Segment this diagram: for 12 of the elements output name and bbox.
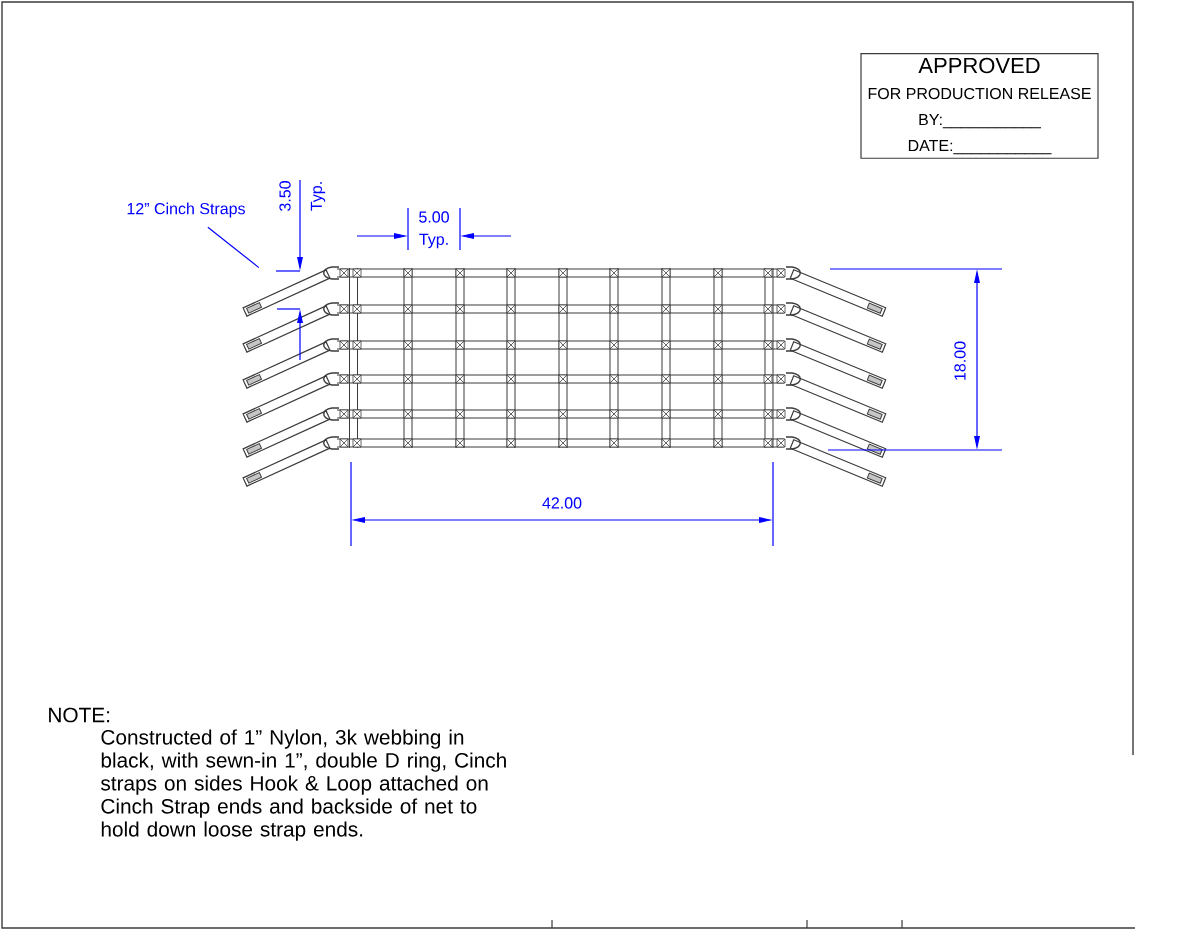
leader-line	[207, 226, 260, 269]
cinch-strap-drawing	[242, 269, 331, 317]
note-heading: NOTE:	[49, 707, 110, 723]
callout-text: 12” Cinch Straps	[127, 202, 245, 218]
dimension-text: Typ.	[310, 182, 326, 211]
dimension-text: Typ.	[419, 233, 448, 249]
note-text: Constructed of 1” Nylon, 3k webbing in black, with sewn-in 1”, double D ring, Cinch straps on sides Hook & Loop attached on Cinch Strap ends and backside of net to hold down loose strap ends.	[100, 729, 506, 841]
dimension-text: 42.00	[542, 497, 582, 509]
dimension-text: 18.00	[954, 341, 966, 380]
approval-stamp-box: APPROVED FOR PRODUCTION RELEASE BY:___________ DATE:___________	[860, 53, 1099, 159]
dimension-text: 3.50	[279, 181, 291, 211]
dimension-text: 5.00	[419, 211, 449, 223]
